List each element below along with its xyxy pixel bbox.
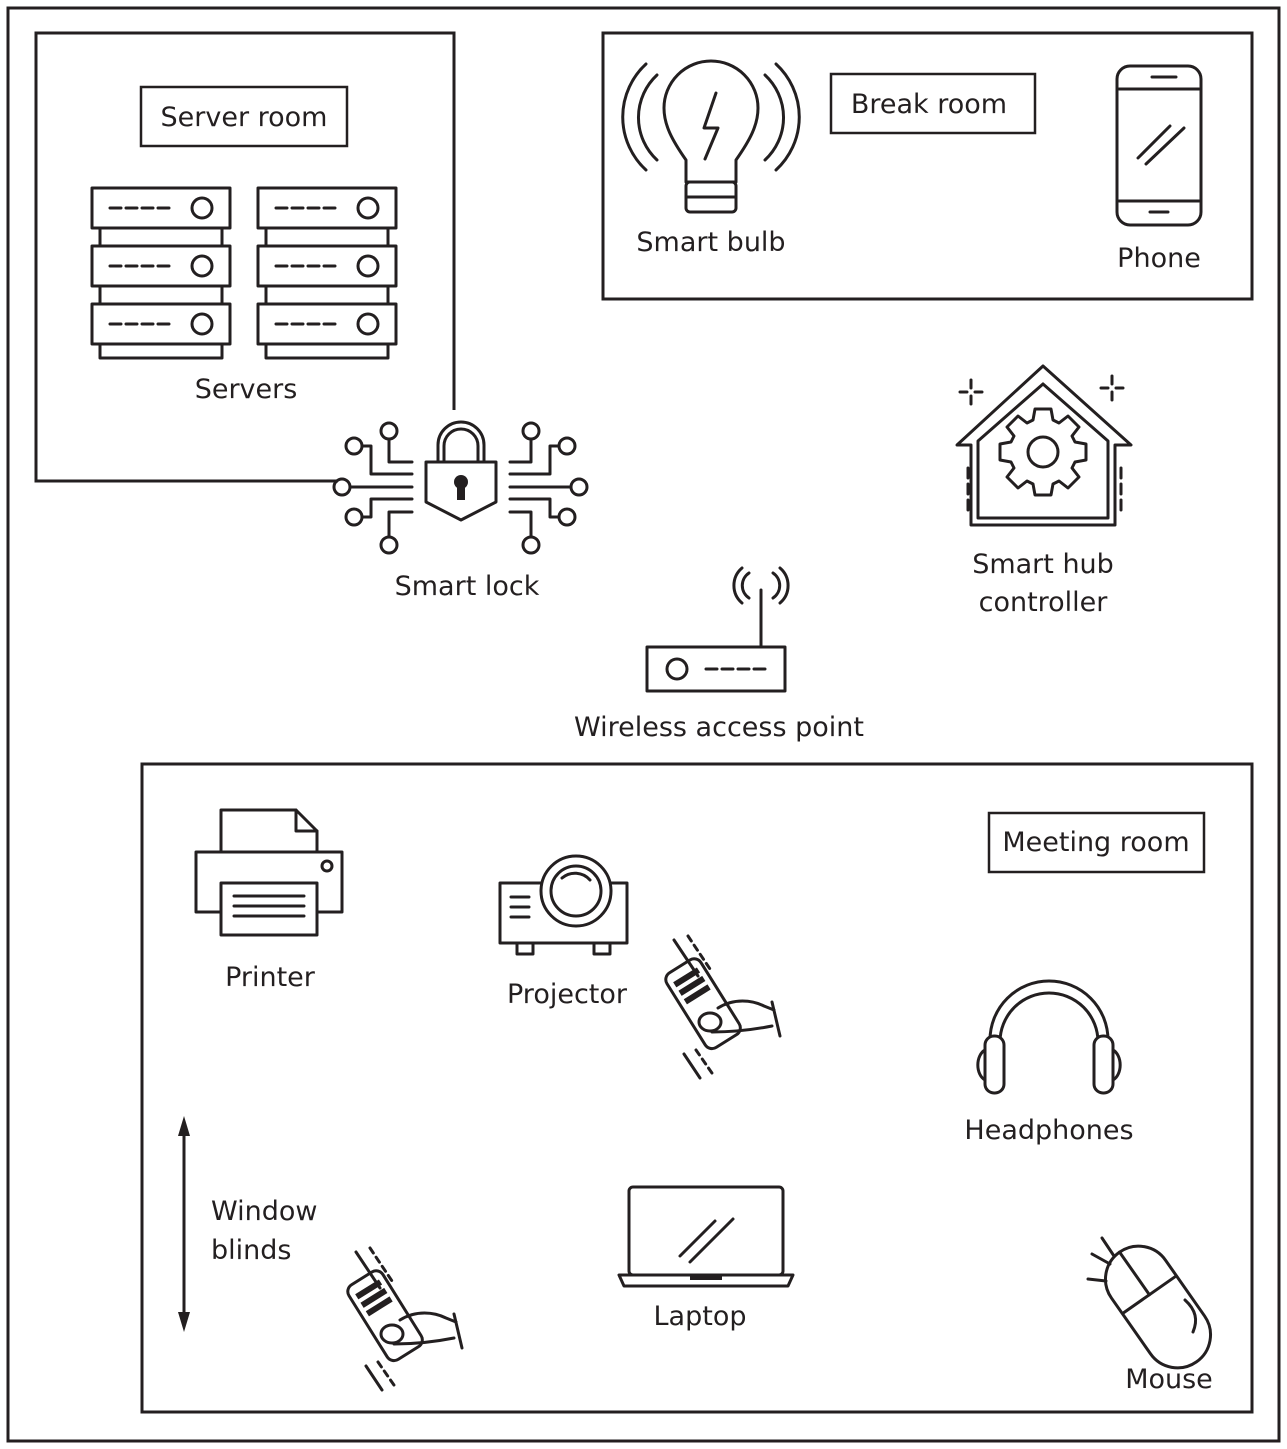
headphones-icon <box>976 979 1122 1095</box>
server-room-outline <box>34 31 456 483</box>
projector-label: Projector <box>507 979 628 1010</box>
laptop-label: Laptop <box>654 1301 747 1332</box>
smart-hub-label-line2: controller <box>979 587 1109 618</box>
mouse-icon <box>1086 1236 1213 1370</box>
servers-label: Servers <box>195 374 298 405</box>
house-gear-icon <box>955 364 1133 527</box>
window-blinds-label-line1: Window <box>211 1196 317 1227</box>
phone-label: Phone <box>1117 243 1201 274</box>
meeting-room-outline <box>140 762 1254 1414</box>
meeting-room-tag: Meeting room <box>987 811 1206 874</box>
mouse-label: Mouse <box>1125 1364 1213 1395</box>
office-floor-border <box>6 6 1281 1443</box>
meeting-room-label: Meeting room <box>1002 827 1189 858</box>
smart-lock-label: Smart lock <box>395 571 540 602</box>
server-room-label: Server room <box>161 102 328 133</box>
lightbulb-icon <box>621 59 801 214</box>
smart-bulb-label: Smart bulb <box>636 227 785 258</box>
printer-label: Printer <box>225 962 316 993</box>
smart-hub-label-line1: Smart hub <box>972 549 1114 580</box>
hand-remote-icon <box>661 934 782 1080</box>
circuit-padlock-icon <box>332 420 589 555</box>
double-arrow-icon <box>178 1116 190 1332</box>
smartphone-icon <box>1115 64 1203 227</box>
server-room-tag: Server room <box>139 85 349 148</box>
break-room-tag: Break room <box>829 72 1037 135</box>
break-room-label: Break room <box>851 89 1007 120</box>
projector-icon <box>498 854 629 956</box>
hand-remote-icon <box>343 1246 464 1392</box>
printer-icon <box>194 808 344 937</box>
server-rack-icon <box>90 186 398 360</box>
break-room-outline <box>601 31 1254 301</box>
wireless-access-point-label: Wireless access point <box>574 712 864 743</box>
laptop-icon <box>617 1185 795 1288</box>
router-icon <box>645 566 790 693</box>
window-blinds-label-line2: blinds <box>211 1235 291 1266</box>
headphones-label: Headphones <box>964 1115 1133 1146</box>
